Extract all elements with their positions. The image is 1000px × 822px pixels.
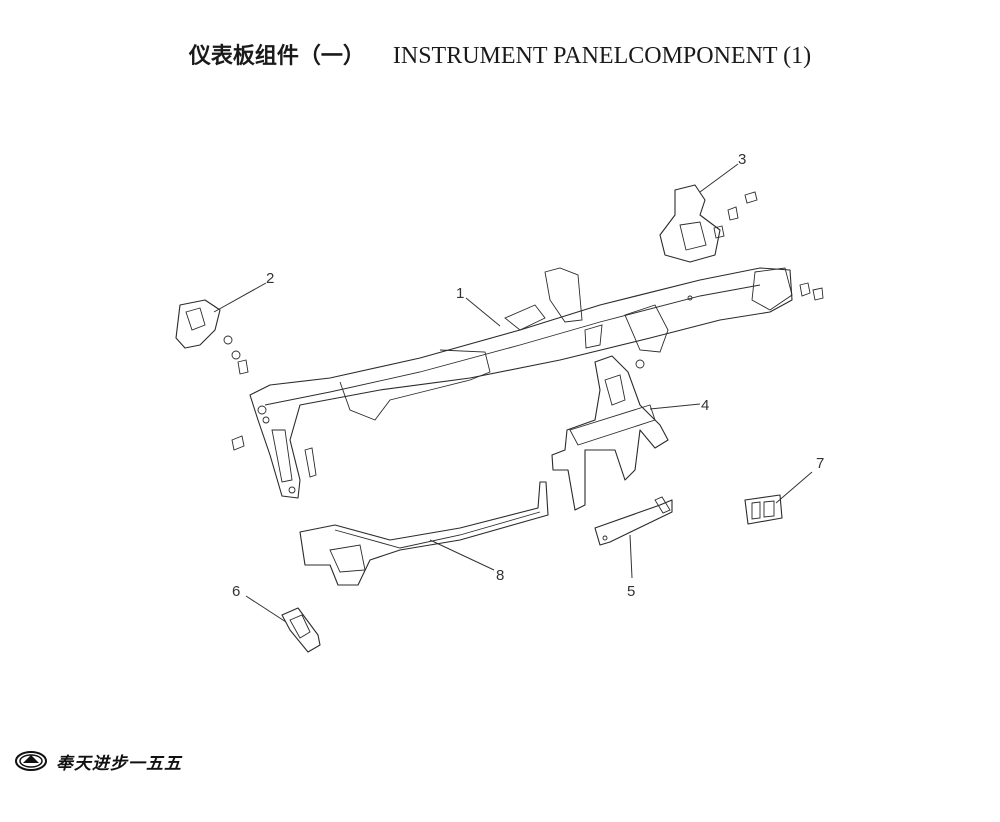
callout-label-4: 4 [701,397,709,414]
part-1-cross-car-beam [231,267,824,499]
callout-7: 7 [775,455,824,504]
brand-emblem-icon [15,751,47,771]
callout-label-1: 1 [456,285,464,302]
part-2-left-bracket [175,299,249,375]
brand-text: 奉天进步一五五 [56,753,182,774]
callout-6: 6 [232,583,287,623]
page-title: 仪表板组件（一） INSTRUMENT PANELCOMPONENT (1) [0,38,1000,70]
callout-1: 1 [456,285,501,327]
part-7-small-bracket [744,494,783,525]
part-8-lower-strut [299,481,549,586]
callout-label-8: 8 [496,567,504,584]
part-5-lower-bracket [594,496,673,546]
callout-5: 5 [627,534,635,600]
callout-label-6: 6 [232,583,240,600]
callout-3: 3 [699,151,746,193]
title-english: INSTRUMENT PANELCOMPONENT (1) [392,43,812,69]
part-3-right-bracket [659,184,758,263]
footer-brand: 奉天进步一五五 [14,746,182,776]
part-6-clip [281,607,321,653]
callout-label-7: 7 [816,455,824,472]
callout-4: 4 [649,397,709,414]
callout-label-3: 3 [738,151,746,168]
part-4-center-support [551,355,669,511]
callout-label-2: 2 [266,270,274,287]
title-chinese: 仪表板组件（一） [188,44,365,69]
callout-label-5: 5 [627,583,635,600]
callout-8: 8 [429,539,504,584]
callout-2: 2 [213,270,274,313]
